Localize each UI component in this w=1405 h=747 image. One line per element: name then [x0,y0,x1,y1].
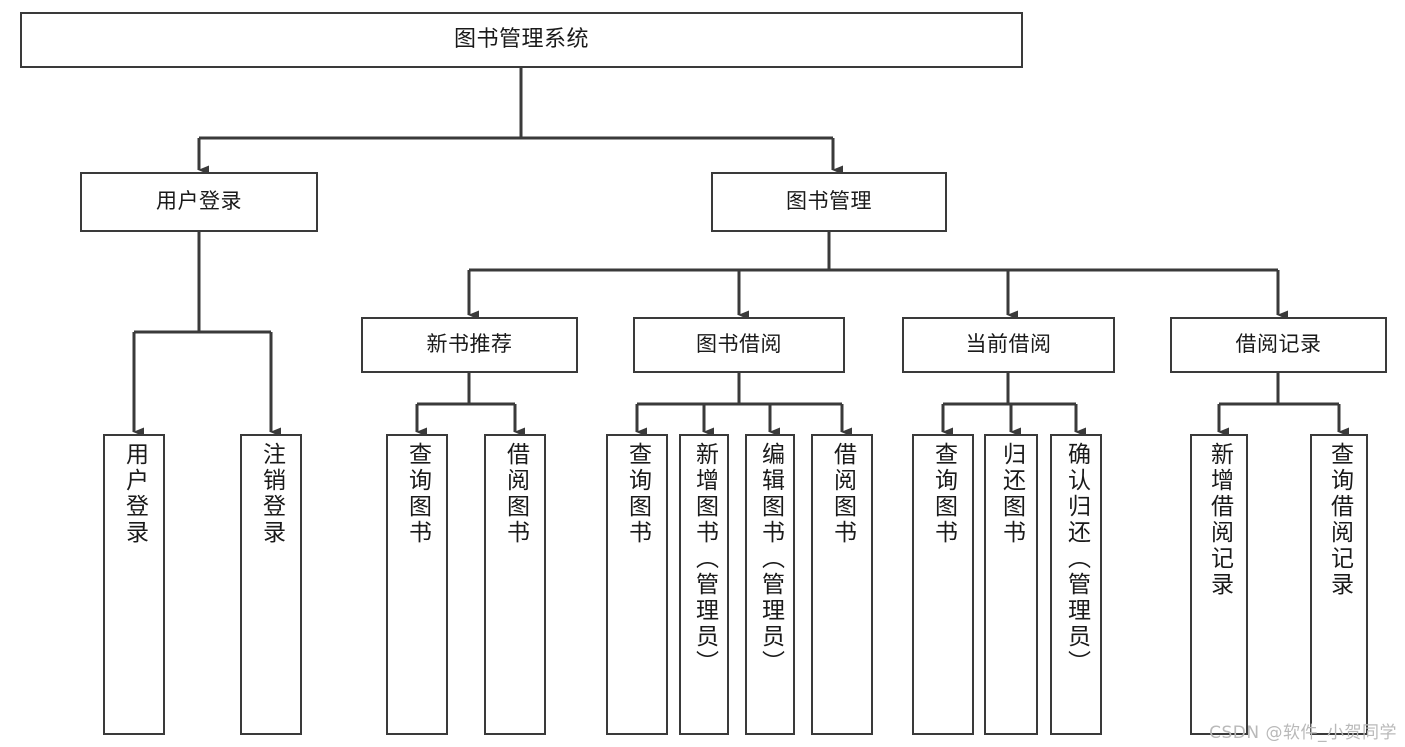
leaf-add-book-admin-label: 新增图书（管理员） [691,442,718,676]
node-borrow-record-label: 借阅记录 [1235,332,1322,357]
watermark: CSDN @软件_小贺同学 [1209,723,1397,743]
leaf-query-book-3-label: 查询图书 [930,442,957,546]
leaf-borrow-book-1-label: 借阅图书 [502,442,529,546]
node-root-label: 图书管理系统 [453,26,589,52]
node-book-borrow[interactable]: 图书借阅 [633,317,845,373]
leaf-add-borrow-record[interactable]: 新增借阅记录 [1190,434,1248,735]
leaf-return-book[interactable]: 归还图书 [984,434,1038,735]
node-user-login[interactable]: 用户登录 [80,172,318,232]
leaf-user-login-label: 用户登录 [121,442,148,546]
leaf-logout[interactable]: 注销登录 [240,434,302,735]
leaf-query-book-1[interactable]: 查询图书 [386,434,448,735]
leaf-query-borrow-record-label: 查询借阅记录 [1326,442,1353,598]
node-new-book-recommend-label: 新书推荐 [426,332,513,357]
leaf-confirm-return-admin-label: 确认归还（管理员） [1063,442,1090,676]
leaf-user-login[interactable]: 用户登录 [103,434,165,735]
leaf-return-book-label: 归还图书 [998,442,1025,546]
leaf-edit-book-admin[interactable]: 编辑图书（管理员） [745,434,795,735]
node-user-login-label: 用户登录 [156,189,242,214]
node-borrow-record[interactable]: 借阅记录 [1170,317,1387,373]
leaf-borrow-book-2[interactable]: 借阅图书 [811,434,873,735]
leaf-add-borrow-record-label: 新增借阅记录 [1206,442,1233,598]
node-current-borrow-label: 当前借阅 [965,332,1052,357]
node-current-borrow[interactable]: 当前借阅 [902,317,1115,373]
node-book-borrow-label: 图书借阅 [696,332,782,357]
leaf-query-book-3[interactable]: 查询图书 [912,434,974,735]
leaf-query-book-2-label: 查询图书 [624,442,651,546]
leaf-add-book-admin[interactable]: 新增图书（管理员） [679,434,729,735]
leaf-query-borrow-record[interactable]: 查询借阅记录 [1310,434,1368,735]
leaf-confirm-return-admin[interactable]: 确认归还（管理员） [1050,434,1102,735]
leaf-query-book-2[interactable]: 查询图书 [606,434,668,735]
node-new-book-recommend[interactable]: 新书推荐 [361,317,578,373]
node-book-management-label: 图书管理 [786,189,872,214]
node-root[interactable]: 图书管理系统 [20,12,1023,68]
leaf-logout-label: 注销登录 [258,442,285,546]
leaf-query-book-1-label: 查询图书 [404,442,431,546]
leaf-borrow-book-2-label: 借阅图书 [829,442,856,546]
leaf-borrow-book-1[interactable]: 借阅图书 [484,434,546,735]
node-book-management[interactable]: 图书管理 [711,172,947,232]
leaf-edit-book-admin-label: 编辑图书（管理员） [757,442,784,676]
